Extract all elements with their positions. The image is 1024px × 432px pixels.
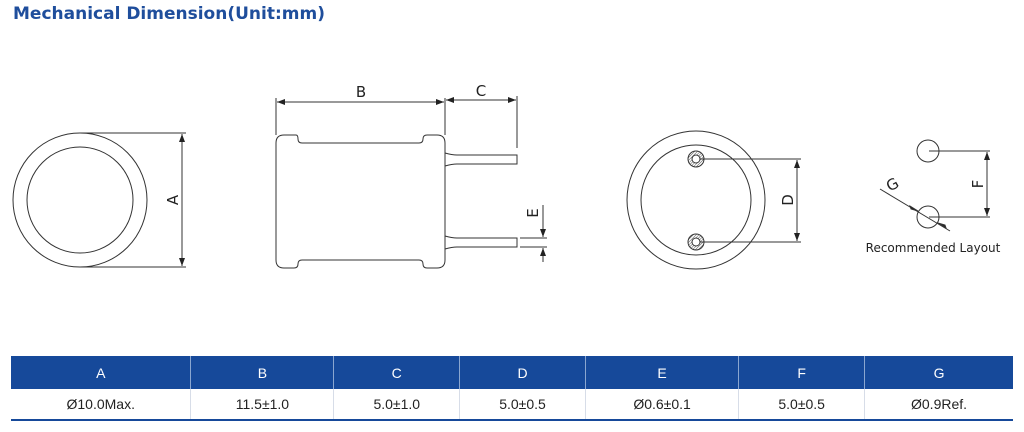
header-e: E: [585, 356, 740, 389]
header-d: D: [459, 356, 586, 389]
value-c: 5.0±1.0: [333, 389, 461, 421]
header-b: B: [190, 356, 335, 389]
mechanical-drawing: A B C E D: [12, 82, 1001, 270]
layout-caption: Recommended Layout: [866, 241, 1001, 255]
header-f: F: [738, 356, 866, 389]
section-title: Mechanical Dimension(Unit:mm): [13, 4, 325, 24]
recommended-layout: F G Recommended Layout: [866, 139, 1001, 255]
value-d: 5.0±0.5: [459, 389, 586, 421]
dim-label-d: D: [779, 194, 797, 206]
dim-label-f: F: [969, 180, 987, 189]
value-e: Ø0.6±0.1: [585, 389, 740, 421]
dim-label-b: B: [356, 83, 366, 101]
header-c: C: [333, 356, 461, 389]
dim-label-a: A: [164, 194, 182, 205]
table-row: Ø10.0Max. 11.5±1.0 5.0±1.0 5.0±0.5 Ø0.6±…: [11, 389, 1013, 421]
value-g: Ø0.9Ref.: [864, 389, 1013, 421]
value-a: Ø10.0Max.: [11, 389, 192, 421]
dim-label-e: E: [524, 208, 542, 217]
top-view: A: [12, 132, 186, 268]
header-a: A: [11, 356, 192, 389]
value-b: 11.5±1.0: [190, 389, 335, 421]
side-view: B C E: [275, 82, 547, 269]
bottom-view: D: [626, 130, 801, 270]
header-g: G: [864, 356, 1013, 389]
dimension-table: A B C D E F G Ø10.0Max. 11.5±1.0 5.0±1.0…: [11, 356, 1013, 421]
table-header-row: A B C D E F G: [11, 356, 1013, 389]
dim-label-c: C: [476, 82, 486, 100]
value-f: 5.0±0.5: [738, 389, 866, 421]
